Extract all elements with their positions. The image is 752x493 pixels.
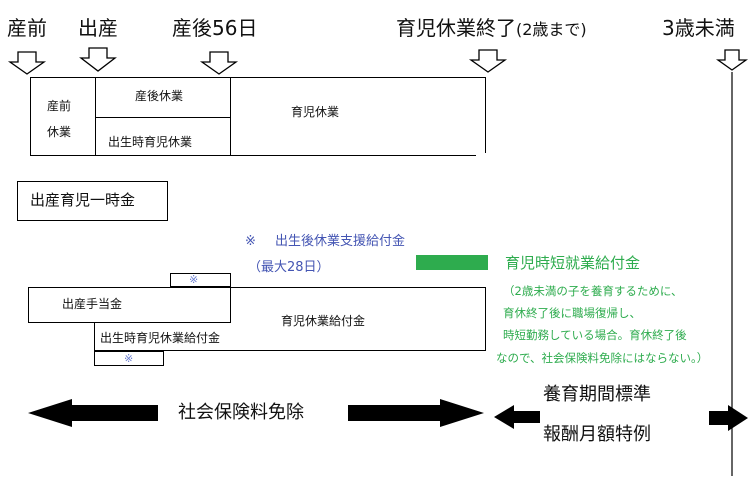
support-benefit-title: 出生後休業支援給付金	[275, 234, 406, 249]
double-arrow-icon	[28, 399, 484, 427]
special-provision-line1: 養育期間標準	[543, 384, 651, 405]
support-benefit-mark: ※	[245, 234, 256, 249]
maternity-allowance-box	[28, 287, 231, 323]
short-work-note-4: なので、社会保険料免除にはならない。）	[496, 351, 709, 365]
insurance-exemption-label: 社会保険料免除	[178, 402, 304, 423]
down-arrow-icon	[468, 49, 508, 73]
label-age3: 3歳未満	[662, 16, 735, 40]
support-mark-top: ※	[189, 273, 199, 286]
prenatal-leave-label-2: 休業	[47, 125, 72, 139]
childcare-benefit-label: 育児休業給付金	[281, 314, 366, 328]
birth-childcare-benefit-label: 出生時育児休業給付金	[100, 331, 221, 345]
maternity-allowance-label: 出産手当金	[62, 297, 123, 311]
label-childcare-end: 育児休業終了(2歳まで)	[396, 18, 587, 38]
short-work-title: 育児時短就業給付金	[505, 254, 641, 272]
down-arrow-icon	[79, 47, 117, 72]
support-benefit-box-bottom	[94, 351, 164, 366]
postpartum-leave-label: 産後休業	[135, 89, 184, 103]
support-benefit-box-top	[170, 273, 231, 287]
label-postpartum-56: 産後56日	[172, 16, 258, 40]
down-arrow-icon	[7, 51, 47, 75]
short-work-note-1: （2歳未満の子を養育するために、	[503, 284, 683, 298]
short-work-bar	[416, 255, 488, 270]
down-arrow-icon	[715, 49, 749, 71]
right-arrow-icon	[709, 405, 748, 431]
label-birth: 出産	[78, 16, 118, 40]
label-prebirth: 産前	[7, 16, 47, 40]
support-mark-bottom: ※	[124, 352, 134, 365]
lump-sum-box	[17, 181, 168, 221]
special-provision-line2: 報酬月額特例	[543, 424, 651, 445]
double-arrow-icon	[494, 405, 540, 429]
short-work-note-3: 時短勤務している場合。育休終了後	[503, 328, 687, 342]
support-benefit-note: （最大28日）	[248, 260, 330, 275]
birth-childcare-leave-label: 出生時育児休業	[108, 135, 193, 149]
label-childcare-end-note: (2歳まで)	[516, 20, 587, 39]
childcare-leave-label: 育児休業	[291, 105, 340, 119]
short-work-note-2: 育休終了後に職場復帰し、	[503, 306, 641, 320]
label-childcare-end-main: 育児休業終了	[396, 16, 516, 40]
lump-sum-label: 出産育児一時金	[30, 191, 136, 209]
prenatal-leave-label-1: 産前	[47, 99, 72, 113]
down-arrow-icon	[199, 51, 239, 75]
